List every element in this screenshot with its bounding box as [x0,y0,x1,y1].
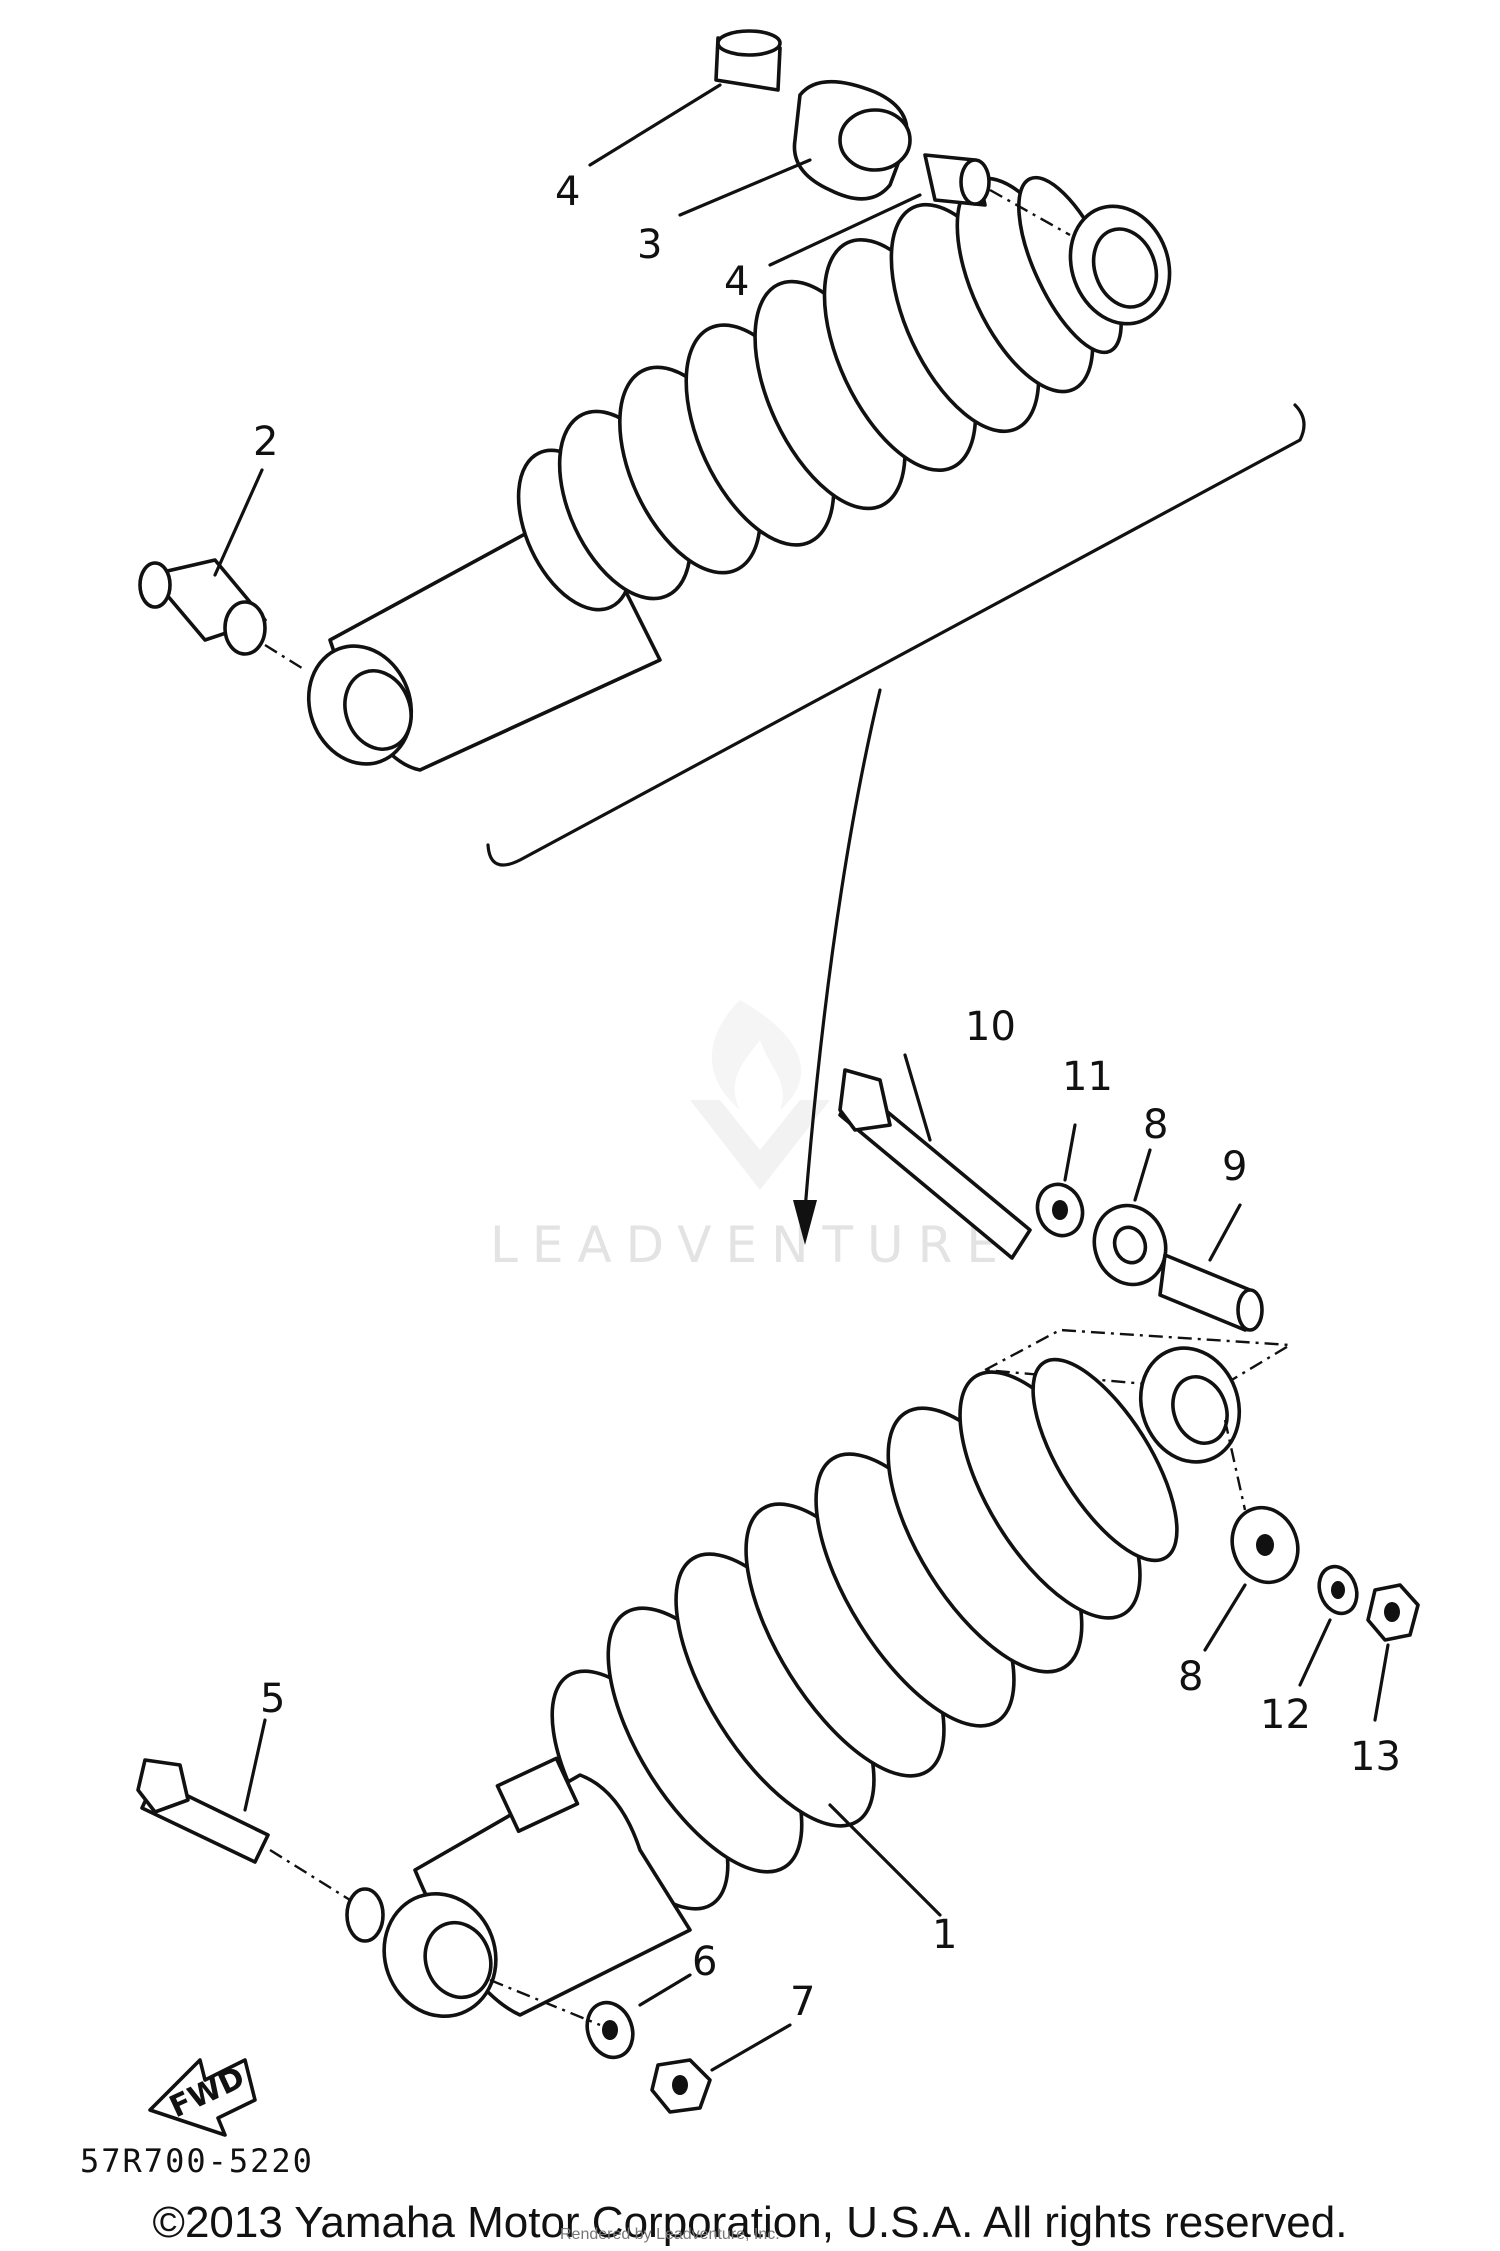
callout-4-upper: 4 [555,169,580,215]
arrowhead-icon [793,1200,817,1245]
callout-6: 6 [692,1939,717,1985]
callout-2: 2 [253,419,278,465]
bottom-shock-assembly [136,1053,1420,2114]
callout-3: 3 [637,222,662,268]
watermark-text: LEADVENTURE [490,1216,1012,1274]
callout-9: 9 [1222,1144,1247,1190]
callout-11: 11 [1062,1054,1113,1100]
callout-8-upper: 8 [1143,1102,1168,1148]
copyright-notice: ©2013 Yamaha Motor Corporation, U.S.A. A… [152,2198,1348,2247]
callout-1: 1 [932,1912,957,1958]
callout-12: 12 [1260,1692,1311,1738]
callout-13: 13 [1350,1734,1401,1780]
callout-8-lower: 8 [1178,1654,1203,1700]
top-shock-assembly [138,29,1306,867]
diagram-code: 57R700-5220 [80,2142,314,2180]
render-credit: Rendered by Leadventure, Inc. [560,2226,780,2243]
callout-10: 10 [965,1004,1016,1050]
callout-5: 5 [260,1676,285,1722]
fwd-arrow-icon: FWD [148,2058,257,2137]
watermark-logo [690,1000,830,1190]
callout-7: 7 [790,1979,815,2025]
callout-4-lower: 4 [724,259,749,305]
